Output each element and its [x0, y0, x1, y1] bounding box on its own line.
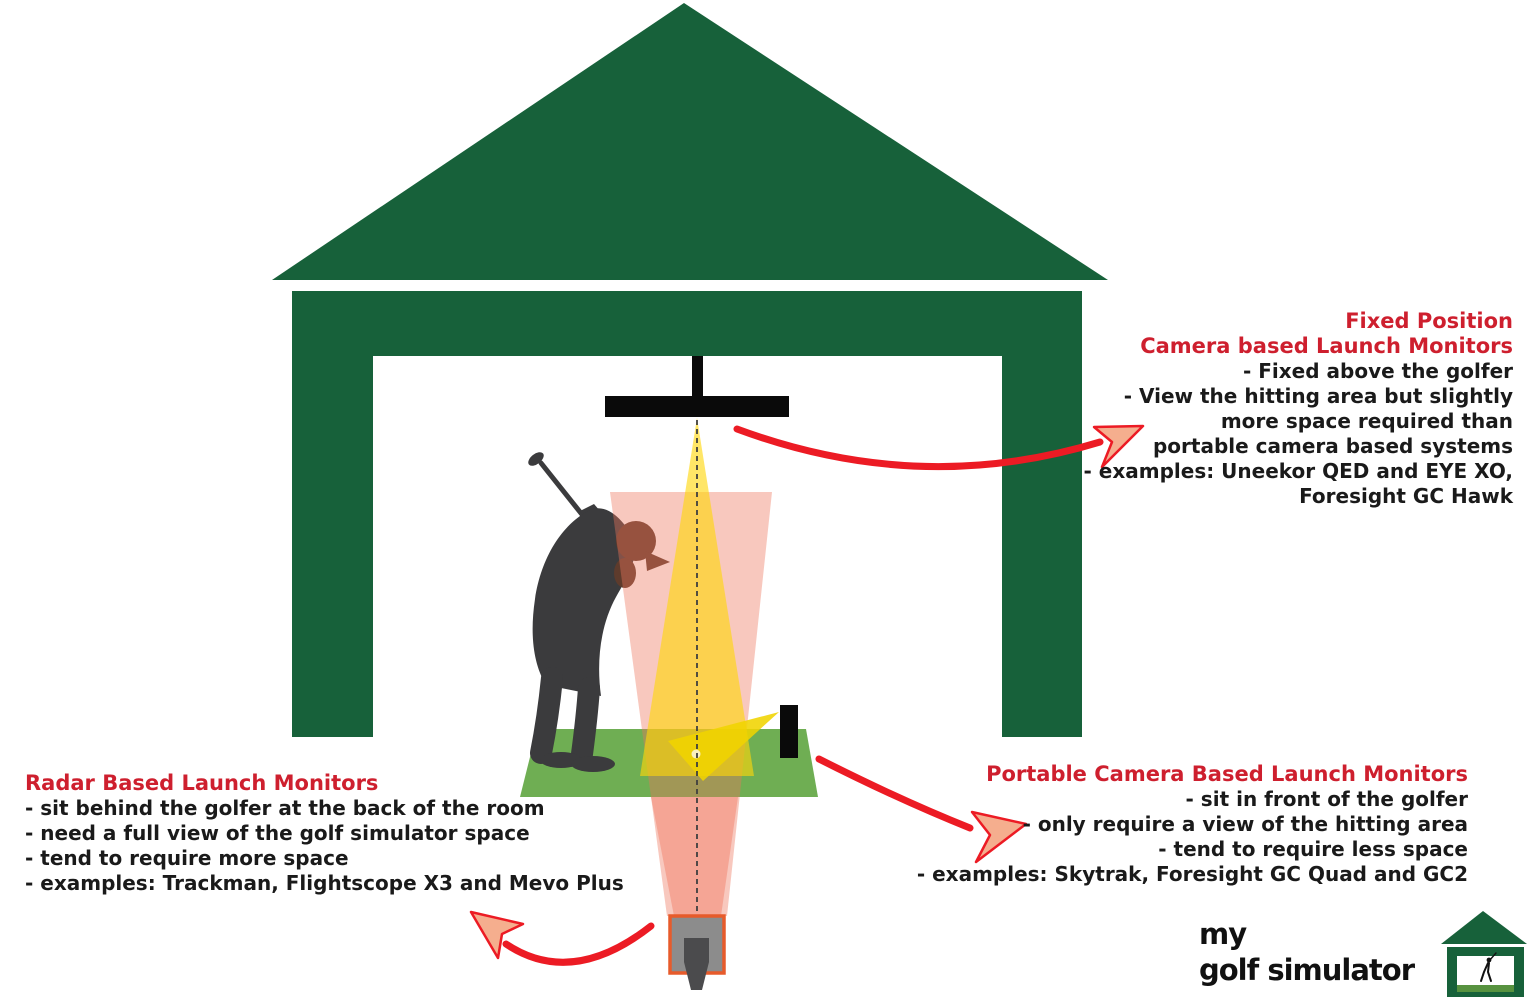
- logo-mini-golfer: [1480, 952, 1497, 982]
- annotation-line: more space required than: [1220, 409, 1513, 433]
- golfer-torso: [532, 508, 636, 696]
- golfer-silhouette-icon: [528, 452, 670, 772]
- radar-beam-inner: [651, 797, 738, 916]
- golfer-back-leg: [530, 667, 563, 764]
- logo-house-icon: [1441, 911, 1527, 997]
- annotation-fixed-camera: Fixed Position Camera based Launch Monit…: [1084, 309, 1513, 509]
- arrow-to-fixed-camera: [733, 425, 1104, 471]
- golfer-front-leg: [571, 677, 600, 765]
- logo-line-golf-simulator: golf simulator: [1199, 953, 1415, 987]
- annotation-line: - Fixed above the golfer: [1242, 359, 1513, 383]
- annotation-line: - sit in front of the golfer: [1185, 787, 1468, 811]
- logo-roof: [1441, 911, 1527, 944]
- portable-monitor-icon: [780, 705, 798, 758]
- annotation-portable-camera: Portable Camera Based Launch Monitors - …: [917, 762, 1468, 887]
- golfer-cap-brim: [645, 551, 670, 571]
- annotation-line: portable camera based systems: [1152, 434, 1513, 458]
- golf-ball: [691, 749, 701, 759]
- annotation-line: - View the hitting area but slightly: [1123, 384, 1513, 408]
- radar-unit-icon: [668, 914, 726, 990]
- annotation-line: - only require a view of the hitting are…: [1022, 812, 1468, 836]
- monitor-mount-stem: [692, 356, 703, 397]
- arrowhead-radar-icon: [469, 910, 525, 960]
- arrow-to-radar: [502, 922, 655, 966]
- annotation-heading: Fixed Position: [1345, 309, 1513, 333]
- annotation-line: Foresight GC Hawk: [1299, 484, 1513, 508]
- golfer-head: [616, 521, 656, 561]
- annotation-line: - examples: Trackman, Flightscope X3 and…: [25, 871, 624, 895]
- annotation-line: - need a full view of the golf simulator…: [25, 821, 530, 845]
- radar-unit-sensor: [684, 938, 709, 990]
- annotation-line: - examples: Skytrak, Foresight GC Quad a…: [916, 862, 1468, 886]
- annotation-radar: Radar Based Launch Monitors - sit behind…: [25, 771, 624, 896]
- annotation-heading: Portable Camera Based Launch Monitors: [986, 762, 1468, 786]
- arrowhead-fixed-icon: [1092, 424, 1145, 469]
- golf-club-head: [528, 452, 544, 466]
- arrow-to-portable-camera: [815, 755, 974, 832]
- monitor-bar: [605, 396, 789, 417]
- annotation-heading: Camera based Launch Monitors: [1140, 334, 1513, 358]
- portable-camera-beam: [668, 712, 779, 781]
- garage-house-icon: [272, 3, 1108, 737]
- logo-wordmark: my golf simulator: [1199, 916, 1415, 988]
- annotation-line: - sit behind the golfer at the back of t…: [25, 796, 545, 820]
- arrowhead-portable-icon: [970, 810, 1028, 864]
- house-roof: [272, 3, 1108, 280]
- logo-line-my: my: [1199, 917, 1247, 951]
- house-frame: [292, 291, 1082, 737]
- annotation-line: - tend to require less space: [1158, 837, 1468, 861]
- golfer-neck: [614, 558, 636, 588]
- annotation-line: - tend to require more space: [25, 846, 349, 870]
- overhead-camera-beam: [640, 418, 754, 776]
- annotation-line: - examples: Uneekor QED and EYE XO,: [1083, 459, 1513, 483]
- logo-mat: [1457, 985, 1514, 992]
- arrow-heads: [469, 424, 1145, 960]
- golf-club-shaft: [538, 460, 587, 520]
- golfer-front-foot: [571, 756, 615, 772]
- annotation-heading: Radar Based Launch Monitors: [25, 771, 379, 795]
- ceiling-mounted-monitor-icon: [605, 356, 789, 417]
- arrows: [502, 425, 1104, 966]
